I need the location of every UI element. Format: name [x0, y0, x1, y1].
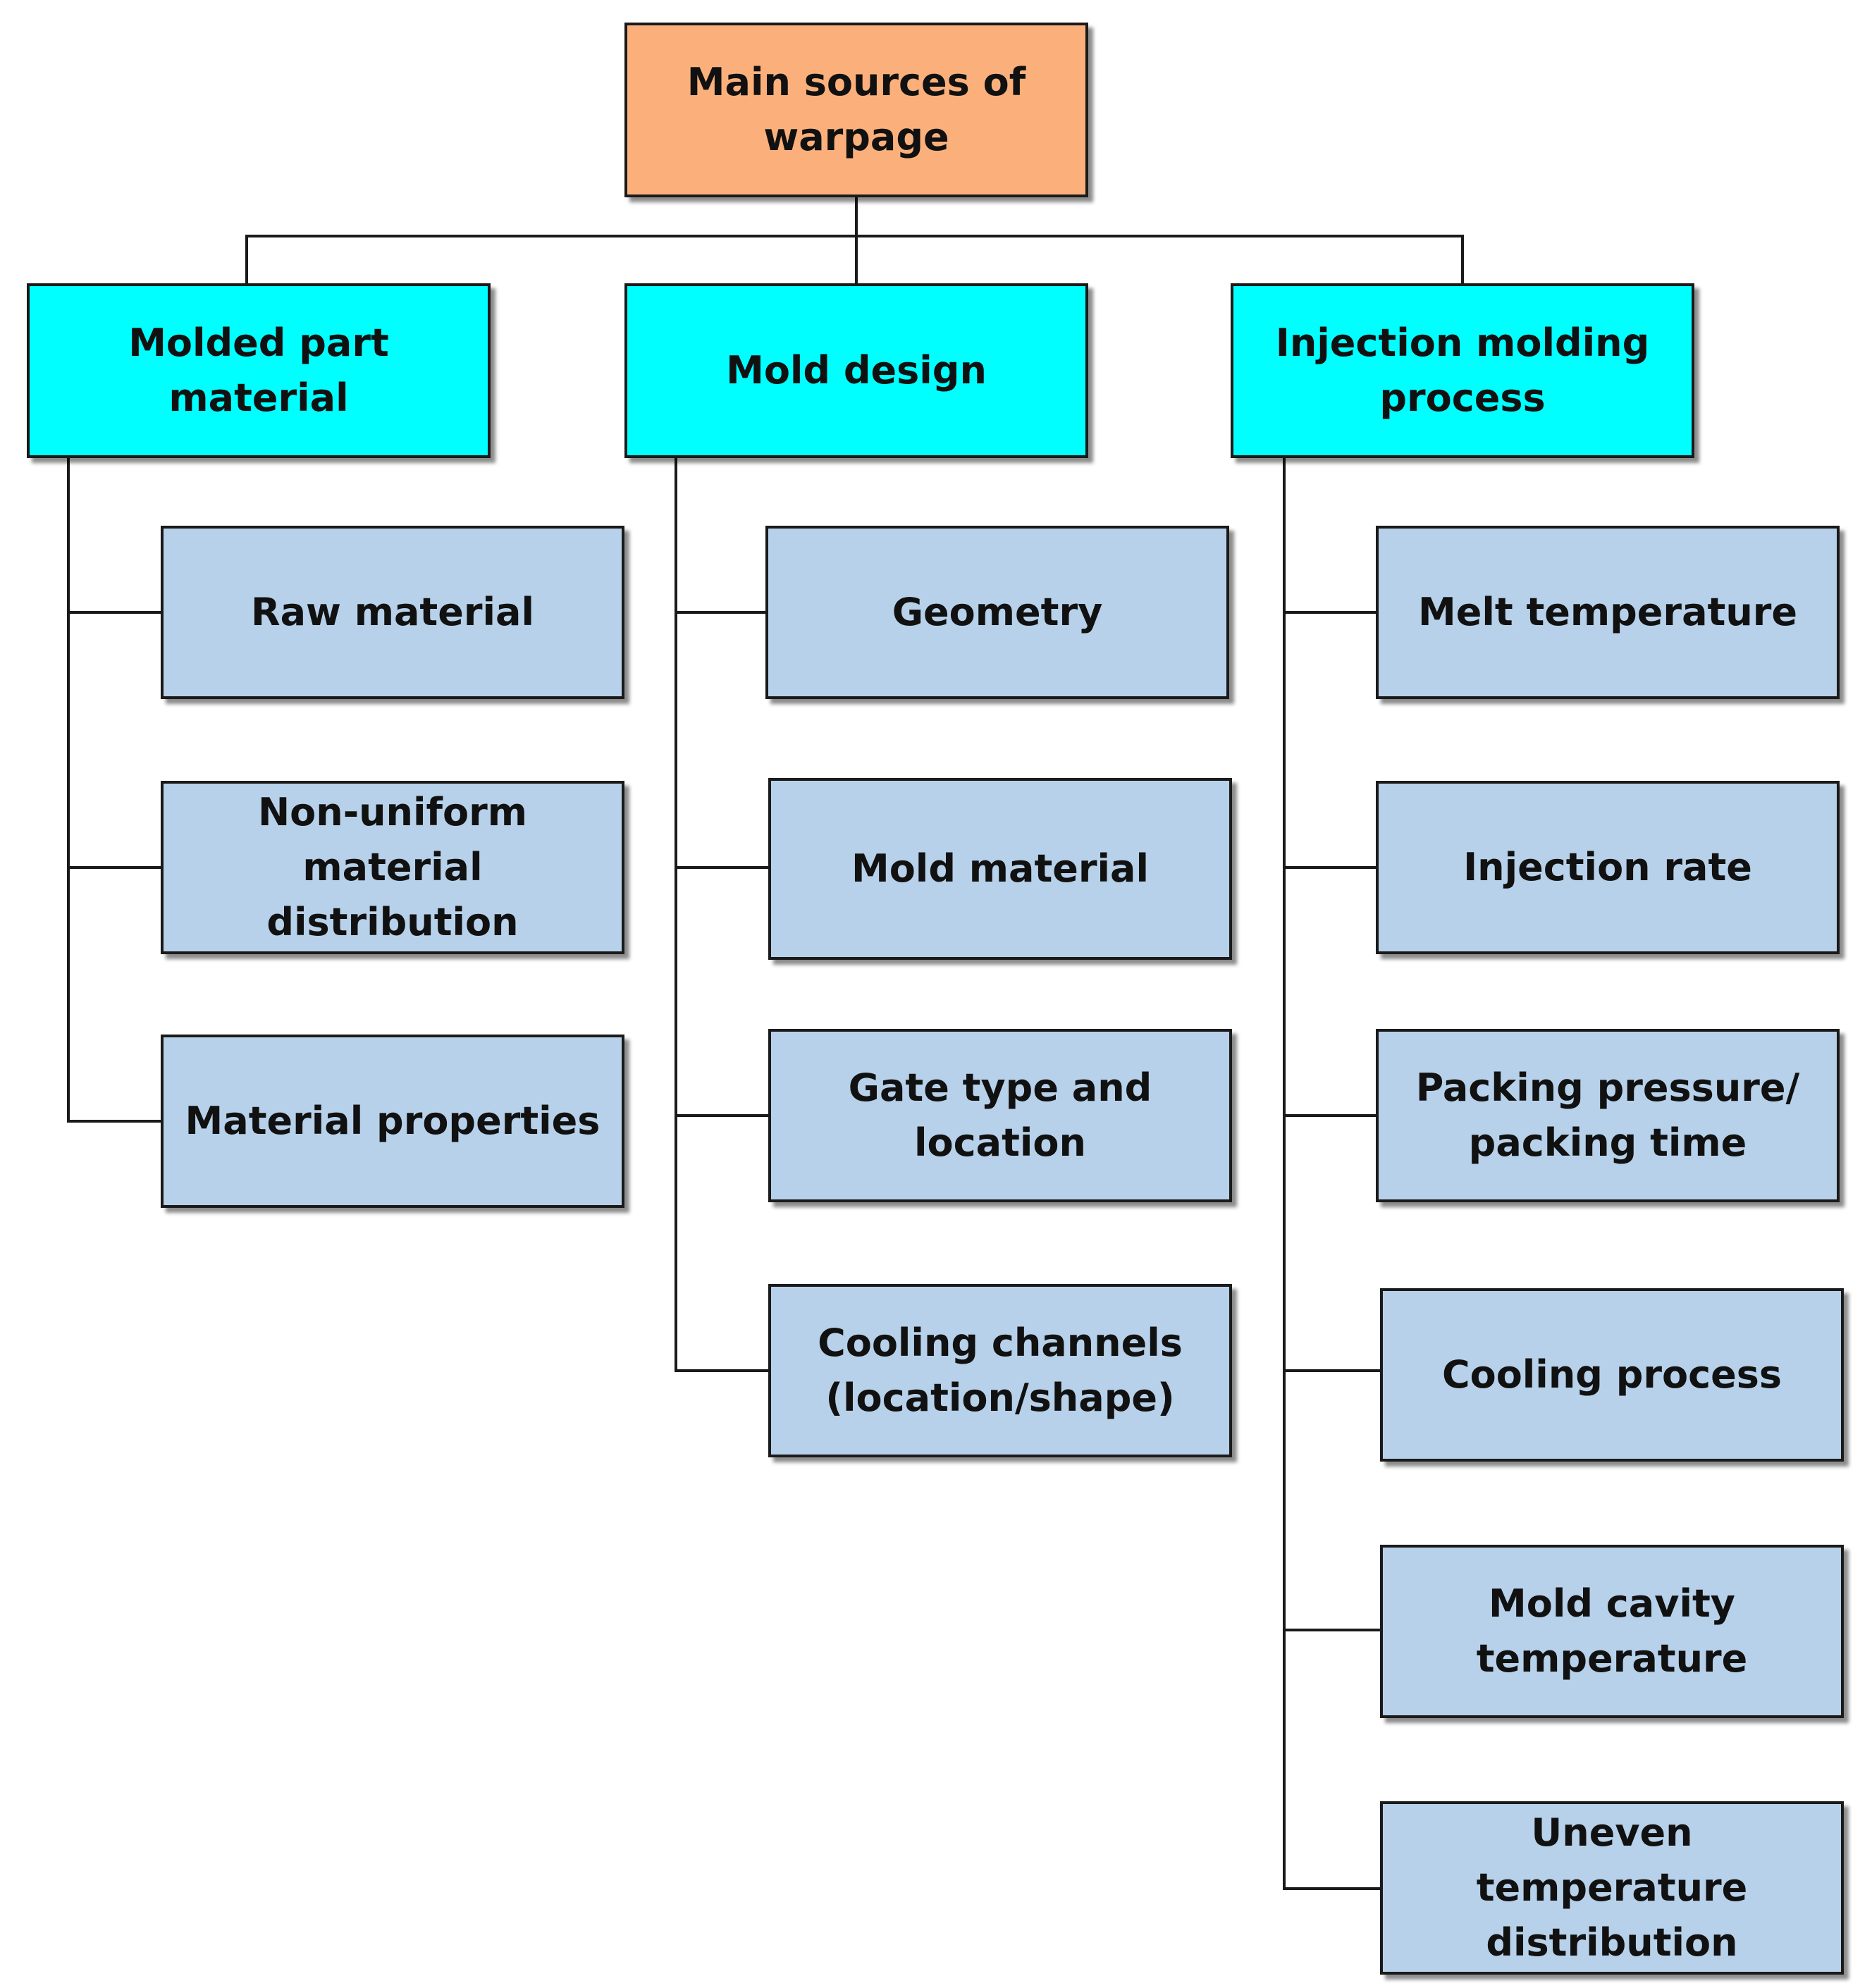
leaf-label: Cooling channels(location/shape) [818, 1320, 1183, 1420]
leaf-raw-material: Raw material [161, 526, 624, 699]
leaf-cooling-process: Cooling process [1380, 1288, 1844, 1462]
category-label: Mold design [726, 347, 987, 393]
leaf-injection-rate: Injection rate [1376, 781, 1840, 954]
leaf-label: Mold material [851, 846, 1150, 891]
category-molded-part-material: Molded part material [27, 283, 491, 458]
leaf-label: Injection rate [1463, 844, 1752, 889]
leaf-label: Material properties [185, 1098, 601, 1143]
leaf-label: Raw material [251, 589, 534, 634]
leaf-label: Geometry [892, 589, 1103, 634]
leaf-label: Packing pressure/packing time [1415, 1065, 1800, 1165]
leaf-material-properties: Material properties [161, 1035, 624, 1208]
leaf-geometry: Geometry [765, 526, 1229, 699]
leaf-packing-pressure-time: Packing pressure/packing time [1376, 1029, 1840, 1202]
leaf-melt-temperature: Melt temperature [1376, 526, 1840, 699]
leaf-mold-material: Mold material [768, 778, 1232, 960]
category-label: Molded part material [128, 320, 389, 420]
leaf-cooling-channels: Cooling channels(location/shape) [768, 1284, 1232, 1457]
leaf-label: Melt temperature [1417, 589, 1798, 634]
category-mold-design: Mold design [624, 283, 1088, 458]
leaf-label: Cooling process [1441, 1352, 1782, 1397]
